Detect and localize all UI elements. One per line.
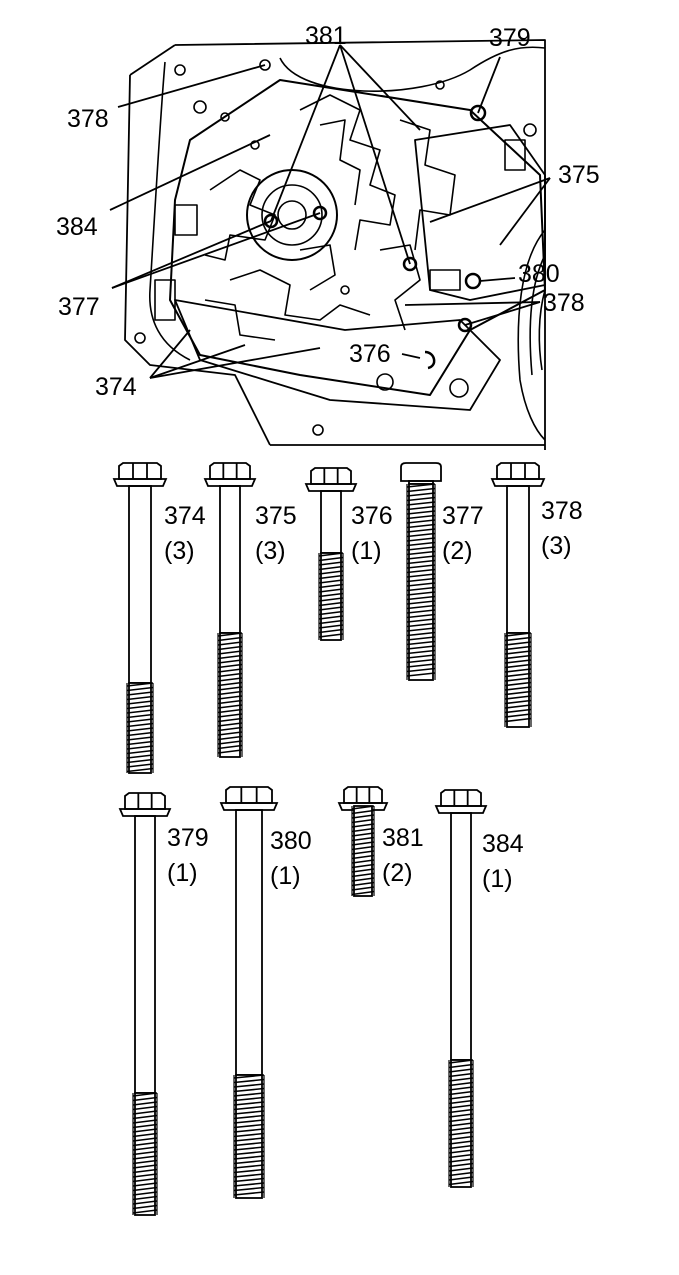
bolt-number-381: 381: [382, 824, 424, 852]
bolt-hole-376: [424, 350, 436, 370]
bolt-hole-381-left: [263, 213, 279, 229]
bolt-thread-lines-381: [351, 805, 375, 896]
bolt-hole-377-right: [312, 205, 328, 221]
bolt-qty-380: (1): [270, 862, 301, 890]
assembly-bolt-locations: [263, 104, 487, 370]
bolt-381: 381(2): [337, 786, 424, 897]
bolt-hole-379: [469, 104, 487, 122]
bolt-thread-lines-380: [233, 1074, 265, 1196]
bolt-379: 379(1): [118, 792, 209, 1216]
bolt-hole-380: [464, 272, 482, 290]
bolt-flange-384: [434, 805, 488, 814]
bolt-shank-384: [450, 812, 472, 1061]
bolt-374: 374(3): [112, 462, 206, 774]
bolt-380: 380(1): [219, 786, 312, 1199]
bolt-qty-376: (1): [351, 537, 382, 565]
bolt-head-376: [310, 467, 352, 485]
bolt-thread-lines-384: [448, 1059, 474, 1186]
callout-378-right: 378: [543, 289, 585, 317]
bolt-head-375: [209, 462, 251, 480]
callout-384: 384: [56, 213, 98, 241]
callout-379: 379: [489, 24, 531, 52]
callout-378-top: 378: [67, 105, 109, 133]
bolt-375: 375(3): [203, 462, 297, 758]
callout-380: 380: [518, 260, 560, 288]
bolt-377: 377(2): [400, 462, 484, 681]
bolt-shank-376: [320, 490, 342, 554]
bolt-shank-375: [219, 485, 241, 634]
bolt-378: 378(3): [490, 462, 583, 728]
bolt-flange-379: [118, 808, 172, 817]
bolt-hole-381: [402, 256, 418, 272]
bolt-number-379: 379: [167, 824, 209, 852]
bolt-thread-lines-376: [318, 552, 344, 638]
bolt-number-384: 384: [482, 830, 524, 858]
callout-375: 375: [558, 161, 600, 189]
bolt-head-381: [343, 786, 383, 804]
bolt-thread-lines-379: [132, 1092, 158, 1214]
callout-374: 374: [95, 373, 137, 401]
bolt-head-379: [124, 792, 166, 810]
bolt-number-378: 378: [541, 497, 583, 525]
bolt-number-380: 380: [270, 827, 312, 855]
bolt-qty-381: (2): [382, 859, 413, 887]
callout-381: 381: [305, 22, 347, 50]
bolt-number-376: 376: [351, 502, 393, 530]
bolt-thread-lines-378: [504, 632, 532, 723]
bolt-number-375: 375: [255, 502, 297, 530]
bolt-flange-381: [337, 802, 389, 811]
callout-377: 377: [58, 293, 100, 321]
callout-labels: 381 379 378 375 384 377 380 378 376 374: [56, 22, 600, 401]
bolt-head-384: [440, 789, 482, 807]
bolt-384: 384(1): [434, 789, 524, 1188]
bolt-qty-378: (3): [541, 532, 572, 560]
bolt-flange-380: [219, 802, 279, 811]
bolt-qty-384: (1): [482, 865, 513, 893]
bolt-thread-lines-377: [406, 483, 436, 677]
bolt-thread-lines-375: [217, 632, 243, 754]
bolt-catalog: 374(3)375(3)376(1)377(2)378(3)379(1)380(…: [112, 462, 583, 1216]
bolt-head-377: [400, 462, 442, 482]
valve-body-assembly: [124, 39, 546, 450]
bolt-376: 376(1): [304, 467, 393, 641]
callout-376: 376: [349, 340, 391, 368]
leader-lines: [109, 44, 551, 379]
bolt-number-377: 377: [442, 502, 484, 530]
bolt-flange-374: [112, 478, 168, 487]
bolt-qty-379: (1): [167, 859, 198, 887]
bolt-thread-lines-374: [126, 682, 154, 773]
bolt-head-380: [225, 786, 273, 804]
bolt-flange-378: [490, 478, 546, 487]
bolt-number-374: 374: [164, 502, 206, 530]
bolt-qty-374: (3): [164, 537, 195, 565]
bolt-qty-377: (2): [442, 537, 473, 565]
bolt-shank-374: [128, 485, 152, 684]
bolt-shank-379: [134, 815, 156, 1094]
bolt-flange-375: [203, 478, 257, 487]
bolt-hole-378: [457, 317, 473, 333]
bolt-shank-380: [235, 809, 263, 1076]
bolt-flange-376: [304, 483, 358, 492]
bolt-qty-375: (3): [255, 537, 286, 565]
bolt-shank-378: [506, 485, 530, 634]
bolt-head-378: [496, 462, 540, 480]
bolt-head-374: [118, 462, 162, 480]
